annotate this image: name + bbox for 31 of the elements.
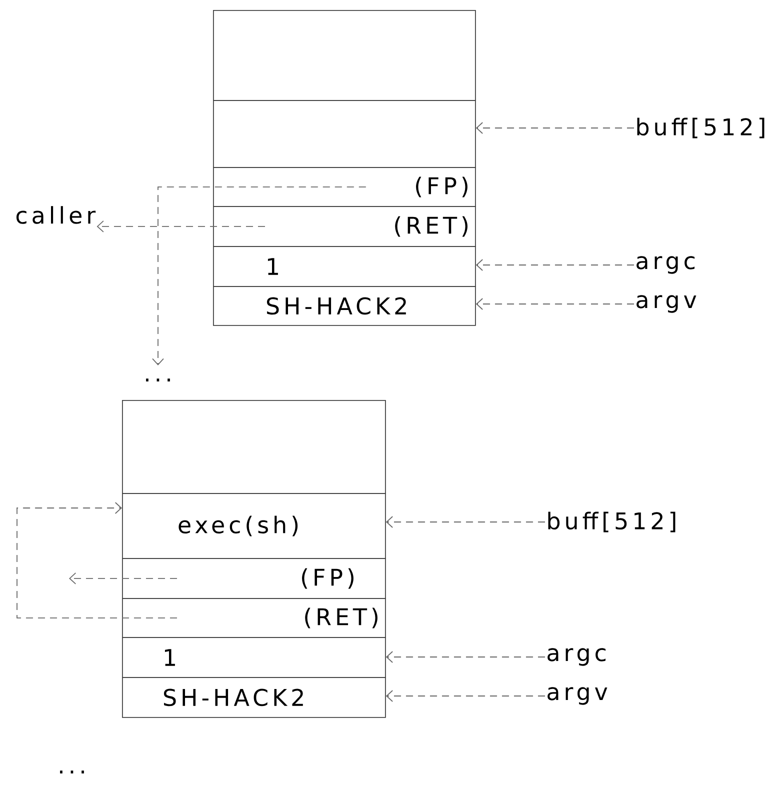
- stack-cell: 1: [122, 637, 386, 678]
- arrow: [476, 259, 634, 271]
- stack-label: argv: [636, 295, 696, 313]
- stack-label: argv: [548, 687, 608, 705]
- arrow: [152, 186, 366, 366]
- stack-cell: SH-HACK2: [213, 286, 476, 326]
- stack-cell: (FP): [122, 558, 386, 599]
- stack-label: buff[512]: [637, 118, 764, 138]
- stack-cell: (FP): [213, 167, 476, 207]
- stack-label: caller: [16, 206, 96, 224]
- arrow: [69, 572, 178, 584]
- ellipsis: ...: [146, 378, 170, 382]
- stack-cell: [213, 100, 476, 168]
- arrow: [386, 690, 546, 702]
- stack-cell: [213, 10, 476, 101]
- stack-label: argc: [548, 648, 606, 666]
- stack-cell: (RET): [122, 598, 386, 638]
- stack-label: argc: [636, 256, 695, 274]
- arrow: [386, 516, 546, 528]
- stack-cell: (RET): [213, 206, 476, 247]
- stack-cell: exec(sh): [122, 493, 386, 559]
- stack-cell: [122, 400, 386, 494]
- arrow: [16, 502, 178, 618]
- ellipsis: ...: [60, 770, 84, 774]
- arrow: [476, 298, 634, 310]
- arrow: [386, 651, 546, 663]
- arrow: [476, 122, 634, 134]
- stack-label: buff[512]: [548, 512, 676, 532]
- stack-cell: 1: [213, 246, 476, 287]
- arrow: [96, 220, 266, 232]
- stack-cell: SH-HACK2: [122, 677, 386, 718]
